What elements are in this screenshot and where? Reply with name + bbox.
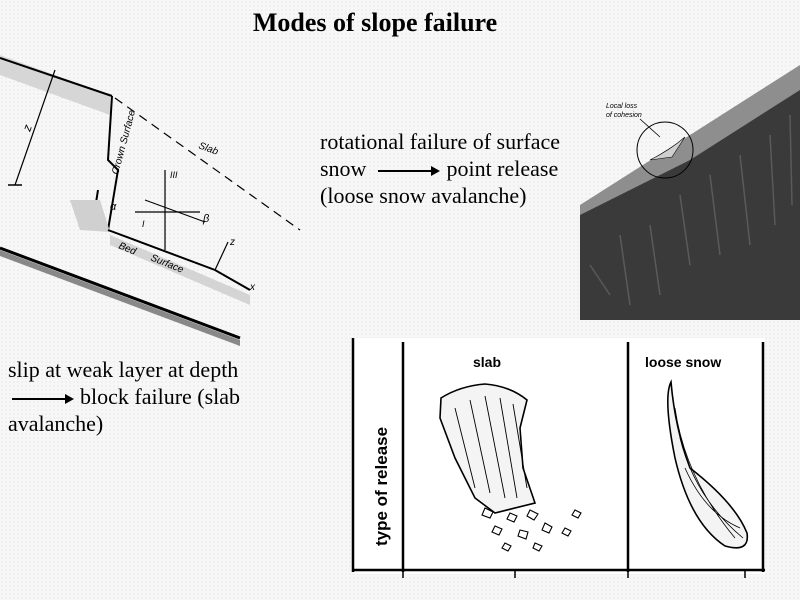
alpha-label: α: [110, 201, 117, 213]
slab-dashed-line: [114, 97, 301, 231]
x-axis-label: x: [249, 282, 256, 293]
snow-surface-band: [0, 55, 110, 115]
page-title: Modes of slope failure: [252, 8, 498, 37]
slip-caption-line1: slip at weak layer at depth: [8, 357, 239, 382]
table-bottom-ticks: [402, 570, 746, 578]
crown-stipple: [70, 200, 110, 232]
depth-label: z: [19, 123, 35, 134]
ground-surface-line: [0, 246, 241, 340]
right-arrow-icon: [378, 165, 441, 176]
type-of-release-label: type of release: [372, 427, 391, 546]
slip-caption-block-failure: block failure (slab: [80, 384, 241, 409]
cohesion-release-mark: [649, 136, 686, 161]
crown-surface-label: Crown Surface: [110, 109, 138, 176]
slab-label: Slab: [197, 140, 220, 157]
ground-hatch: [0, 250, 240, 346]
table-background: [353, 338, 765, 574]
slab-avalanche-sketch: [439, 383, 537, 514]
snow-surface-line: [0, 57, 113, 97]
loose-snow-column-label: loose snow: [645, 354, 721, 370]
snow-slope-photo: Local loss of cohesion: [580, 65, 800, 320]
rotational-caption-line2: snow point release: [320, 155, 560, 182]
release-type-table: type of release slab loose snow: [351, 338, 765, 578]
local-loss-label: Local loss: [606, 103, 638, 110]
sigma-iii-label: III: [170, 170, 178, 180]
slab-cross-section-diagram: z III I β α z x Crown Surface Bed Surfac…: [0, 55, 301, 346]
rotational-caption-point-release: point release: [446, 156, 559, 181]
rock-texture: [589, 114, 793, 306]
loose-snow-flow-lines: [674, 407, 744, 539]
depth-arrow: [14, 69, 56, 186]
slip-caption-line3: avalanche): [8, 411, 104, 436]
bed-surface-line: [107, 229, 251, 291]
bed-stipple: [110, 235, 250, 305]
z-axis-label: z: [229, 237, 235, 248]
slip-caption-line2: block failure (slab: [8, 383, 240, 410]
rotational-caption-line3: (loose snow avalanche): [320, 183, 527, 208]
rotational-failure-caption: rotational failure of surface snow point …: [320, 128, 560, 209]
rotational-caption-snow: snow: [320, 156, 367, 181]
of-cohesion-label: of cohesion: [606, 112, 642, 119]
stress-diagonal-axis: [144, 199, 206, 223]
rotational-caption-line1: rotational failure of surface: [320, 129, 561, 154]
local-loss-circle: [636, 121, 694, 179]
annotation-leader-line: [639, 118, 661, 138]
z-axis-arrow: [214, 241, 229, 271]
slab-failure-caption: slip at weak layer at depth block failur…: [8, 356, 240, 437]
rock-face-area: [580, 90, 800, 320]
slab-flow-lines: [454, 395, 528, 499]
slab-debris: [481, 507, 582, 552]
slab-column-label: slab: [473, 354, 501, 370]
right-arrow-icon: [12, 393, 74, 404]
sigma-i-label: I: [142, 219, 145, 229]
beta-label: β: [202, 213, 210, 225]
